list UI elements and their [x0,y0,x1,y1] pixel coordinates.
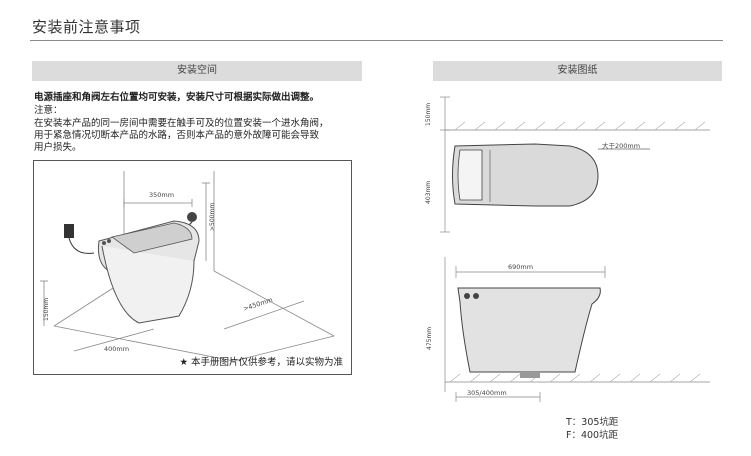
spec-f: F：400坑距 [566,430,619,441]
dim-350-label: 350mm [149,191,174,199]
note-line-1: 在安装本产品的同一房间中需要在触手可及的位置安装一个进水角阀， [34,118,329,129]
toilet-illustration [98,220,200,324]
top-view-drawing: 大于200mm 150mm 403mm [425,96,710,233]
dim-200-label: 大于200mm [602,141,640,150]
note-label: 注意： [34,105,63,116]
dim-500-label: >500mm [209,203,216,231]
side-view-drawing: 690mm 475mm 305/400mm [426,257,710,402]
note-line-2: 用于紧急情况切断本产品的水路，否则本产品的意外故障可能会导致 [34,130,320,141]
page-title: 安装前注意事项 [32,18,141,36]
install-space-illustration: 350mm >500mm 150mm 400mm >450mm [40,171,335,362]
dim-400-label: 400mm [104,345,129,353]
title-divider [30,40,723,41]
reference-note: ★ 本手册图片仅供参考，请以实物为准 [179,357,343,368]
dim-690-label: 690mm [508,263,533,271]
dim-150-label: 150mm [43,298,50,321]
angle-valve-icon [187,212,197,222]
dim-305-400-label: 305/400mm [467,389,507,397]
power-socket-icon [64,224,74,238]
spec-t: T：305坑距 [566,417,619,428]
installation-drawings: 大于200mm 150mm 403mm 690mm 475mm 305/400m… [425,96,710,402]
install-space-diagram-frame: 350mm >500mm 150mm 400mm >450mm ★ 本手册图片仅… [33,160,352,375]
dim-403-label: 403mm [425,181,432,204]
note-line-3: 用户损失。 [34,142,82,153]
section-header-install-space: 安装空间 [32,61,362,81]
dim-150-label-top: 150mm [425,103,432,126]
section-header-install-drawing: 安装图纸 [433,61,722,81]
socket-valve-instruction: 电源插座和角阀左右位置均可安装，安装尺寸可根据实际做出调整。 [34,92,320,103]
dim-475-label: 475mm [426,327,433,350]
dim-450-label: >450mm [242,296,274,313]
